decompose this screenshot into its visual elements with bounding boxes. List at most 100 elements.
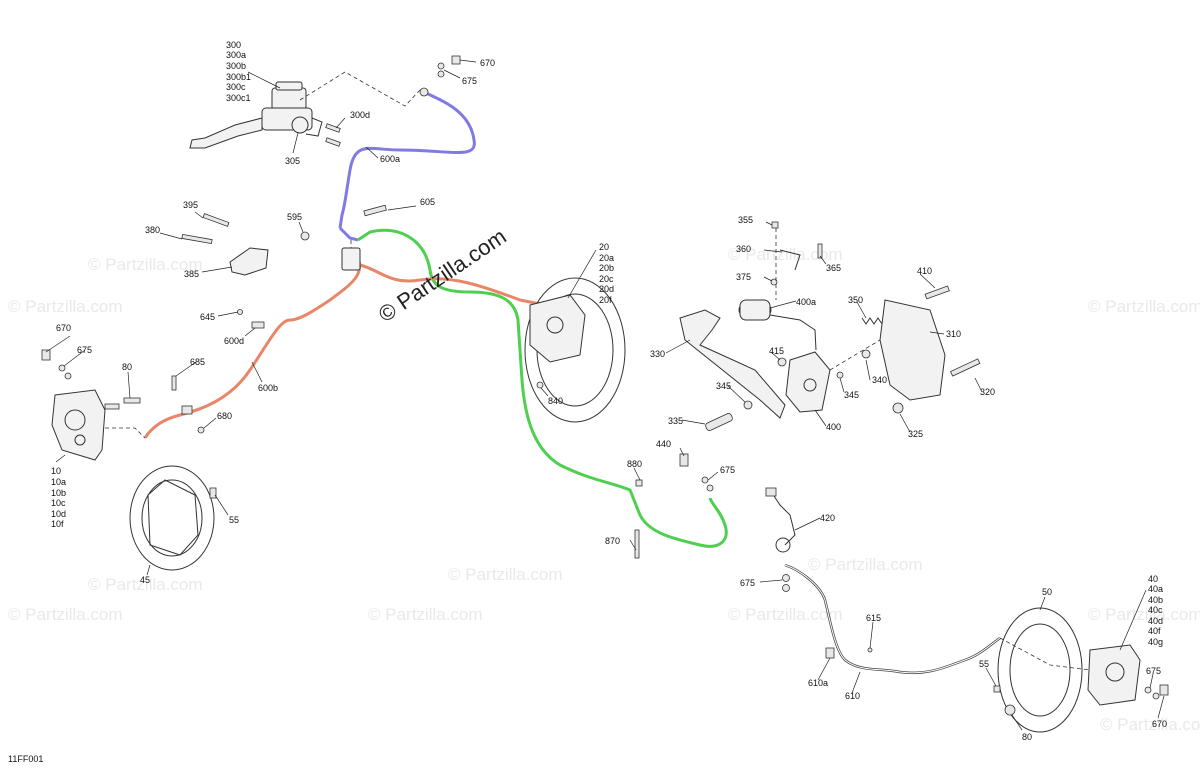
label-300c1: 300c1	[226, 93, 251, 103]
part-labels: 300 300a 300b 300b1 300c 300c1 300d 305 …	[51, 40, 1167, 742]
label-55-left: 55	[229, 515, 239, 525]
caliper-guide-left	[105, 427, 146, 439]
rear-disc-50[interactable]	[997, 607, 1083, 733]
label-615: 615	[866, 613, 881, 623]
label-610a: 610a	[808, 678, 828, 688]
label-335: 335	[668, 416, 683, 426]
label-670-bottom: 670	[1152, 719, 1167, 729]
rear-guide	[999, 637, 1091, 671]
guide-350	[829, 339, 881, 371]
bolt-840	[536, 381, 544, 389]
label-675-rear: 675	[740, 578, 755, 588]
front-left-disc-45[interactable]	[129, 465, 215, 571]
label-645: 645	[200, 312, 215, 322]
watermark-tile: © Partzilla.com	[808, 555, 923, 574]
master-cylinder-400[interactable]	[785, 351, 831, 413]
front-right-caliper-20[interactable]	[529, 294, 586, 363]
label-685: 685	[190, 357, 205, 367]
label-880: 880	[627, 459, 642, 469]
label-20: 20	[599, 242, 609, 252]
label-55-right: 55	[979, 659, 989, 669]
label-10: 10	[51, 466, 61, 476]
bolt-355	[771, 221, 779, 229]
label-300b: 300b	[226, 61, 246, 71]
bracket-310[interactable]	[879, 299, 946, 401]
label-415: 415	[769, 346, 784, 356]
master-cylinder-300[interactable]	[189, 81, 323, 149]
label-385: 385	[184, 269, 199, 279]
label-20d: 20d	[599, 284, 614, 294]
label-395: 395	[183, 200, 198, 210]
label-600b: 600b	[258, 383, 278, 393]
bolt-80-right	[1004, 704, 1016, 716]
nut-375	[770, 278, 778, 286]
label-40f: 40f	[1148, 626, 1161, 636]
label-80-right: 80	[1022, 732, 1032, 742]
watermark-tile: © Partzilla.com	[1088, 297, 1200, 316]
label-840: 840	[548, 396, 563, 406]
watermark-tile: © Partzilla.com	[8, 297, 123, 316]
label-310: 310	[946, 329, 961, 339]
washer-675-mid	[701, 476, 714, 492]
bracket-385[interactable]	[229, 247, 269, 276]
label-320: 320	[980, 387, 995, 397]
bolt-605	[363, 204, 387, 217]
junction-block[interactable]	[341, 240, 361, 271]
bolt-80-left	[123, 397, 141, 404]
front-left-caliper-10[interactable]	[51, 389, 120, 461]
label-40c: 40c	[1148, 605, 1163, 615]
label-375: 375	[736, 272, 751, 282]
label-300c: 300c	[226, 82, 246, 92]
label-300a: 300a	[226, 50, 246, 60]
fitting-610a	[825, 647, 835, 659]
label-80-left: 80	[122, 362, 132, 372]
sensor-420[interactable]	[765, 487, 796, 553]
bolt-300d	[325, 123, 341, 147]
label-10b: 10b	[51, 488, 66, 498]
watermark-tile: © Partzilla.com	[368, 605, 483, 624]
brake-line-610-inner	[784, 564, 1001, 674]
label-675-left: 675	[77, 345, 92, 355]
brake-line-600b	[143, 257, 362, 439]
bolt-320	[950, 358, 981, 377]
label-20c: 20c	[599, 274, 614, 284]
fitting-440	[679, 453, 689, 467]
watermark-main: © Partzilla.com	[374, 224, 511, 328]
nut-595	[300, 231, 310, 241]
label-670-top: 670	[480, 58, 495, 68]
bolt-380	[181, 233, 213, 245]
label-10a: 10a	[51, 477, 66, 487]
watermark-tile: © Partzilla.com	[1088, 605, 1200, 624]
watermark-tile: © Partzilla.com	[728, 245, 843, 264]
label-675-bottom: 675	[1146, 666, 1161, 676]
label-40: 40	[1148, 574, 1158, 584]
watermark-tile: © Partzilla.com	[8, 605, 123, 624]
label-330: 330	[650, 349, 665, 359]
brake-pedal-330[interactable]	[679, 309, 786, 419]
label-300b1: 300b1	[226, 72, 251, 82]
bolt-685	[171, 375, 177, 391]
label-20b: 20b	[599, 263, 614, 273]
label-20a: 20a	[599, 253, 614, 263]
watermark-tile: © Partzilla.com	[728, 605, 843, 624]
label-40g: 40g	[1148, 637, 1163, 647]
label-345-left: 345	[716, 381, 731, 391]
rear-caliper-40[interactable]	[1087, 644, 1141, 706]
bolt-365	[817, 243, 823, 259]
reservoir-400a[interactable]	[738, 299, 817, 351]
label-10d: 10d	[51, 509, 66, 519]
washer-675-r	[782, 574, 790, 592]
spring-350	[861, 317, 883, 325]
bolt-870	[634, 529, 640, 559]
pin-335	[705, 413, 733, 431]
brake-line-605-stub	[338, 226, 359, 242]
label-595: 595	[287, 212, 302, 222]
nut-340	[861, 349, 871, 359]
label-675-top: 675	[462, 76, 477, 86]
label-300d: 300d	[350, 110, 370, 120]
watermark-tile: © Partzilla.com	[448, 565, 563, 584]
label-605: 605	[420, 197, 435, 207]
watermark-tiles: © Partzilla.com © Partzilla.com © Partzi…	[8, 245, 1200, 734]
